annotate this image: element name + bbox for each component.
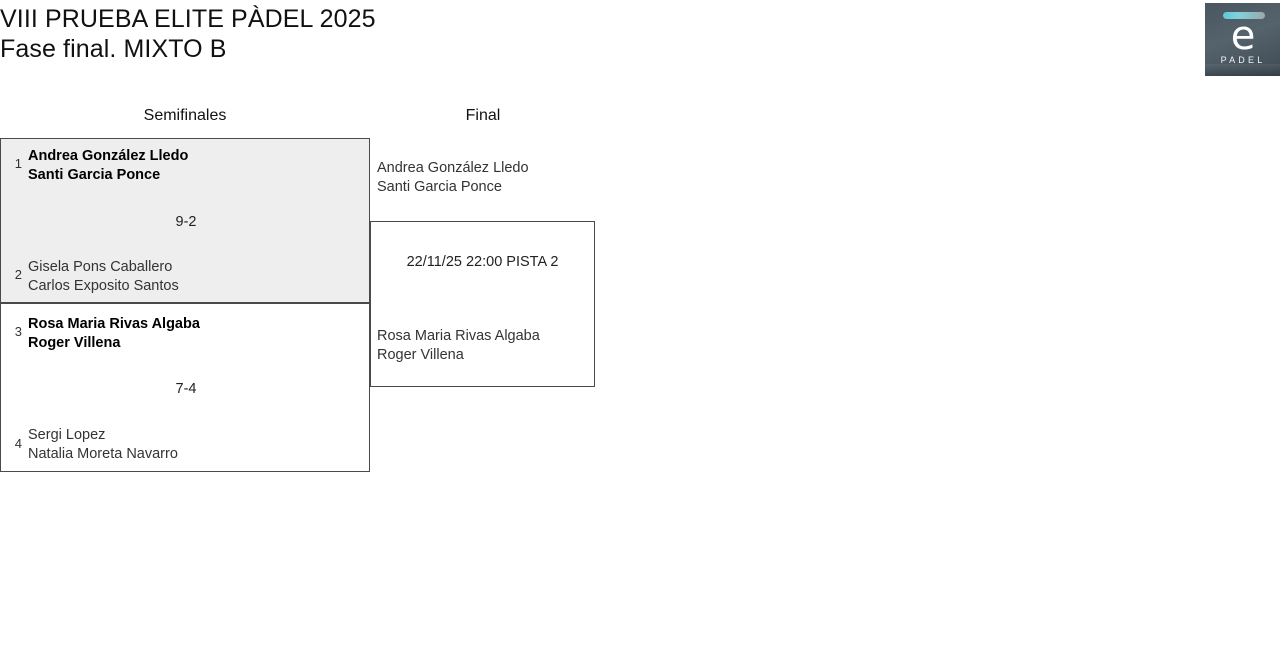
- player-name: Roger Villena: [377, 347, 464, 363]
- semifinal-1-bottom-team: Gisela Pons Caballero Carlos Exposito Sa…: [28, 258, 179, 296]
- round-header-semifinals: Semifinales: [143, 107, 227, 124]
- player-name: Santi Garcia Ponce: [377, 179, 502, 195]
- player-name: Rosa Maria Rivas Algaba: [28, 316, 200, 332]
- final-top-team: Andrea González Lledo Santi Garcia Ponce: [377, 159, 529, 197]
- semifinal-2-score: 7-4: [175, 381, 197, 397]
- player-name: Carlos Exposito Santos: [28, 278, 179, 294]
- logo-wordmark: PADEL: [1220, 55, 1266, 65]
- semifinal-2-top-team: Rosa Maria Rivas Algaba Roger Villena: [28, 315, 200, 353]
- round-header-final: Final: [465, 107, 501, 124]
- seed-number-1: 1: [14, 156, 22, 171]
- player-name: Sergi Lopez: [28, 427, 106, 443]
- player-name: Andrea González Lledo: [377, 160, 529, 176]
- seed-number-3: 3: [14, 324, 22, 339]
- semifinal-1-top-team: Andrea González Lledo Santi Garcia Ponce: [28, 147, 188, 185]
- tournament-name: VIII PRUEBA ELITE PÀDEL 2025: [0, 5, 376, 33]
- semifinal-match-2[interactable]: Rosa Maria Rivas Algaba Roger Villena 7-…: [0, 303, 370, 472]
- player-name: Natalia Moreta Navarro: [28, 446, 178, 462]
- semifinal-1-score: 9-2: [175, 214, 197, 230]
- logo-accent-bar: [1223, 12, 1265, 19]
- seed-number-4: 4: [14, 436, 22, 451]
- player-name: Gisela Pons Caballero: [28, 259, 173, 275]
- page-title: VIII PRUEBA ELITE PÀDEL 2025 Fase final.…: [0, 4, 376, 64]
- epadel-logo: e PADEL: [1205, 3, 1280, 76]
- player-name: Andrea González Lledo: [28, 148, 189, 164]
- final-schedule: 22/11/25 22:00 PISTA 2: [406, 254, 559, 270]
- player-name: Rosa Maria Rivas Algaba: [377, 328, 540, 344]
- player-name: Roger Villena: [28, 335, 121, 351]
- player-name: Santi Garcia Ponce: [28, 167, 161, 183]
- tournament-phase: Fase final. MIXTO B: [0, 35, 227, 63]
- final-match[interactable]: [370, 221, 595, 387]
- logo-letter-e-icon: e: [1230, 13, 1256, 59]
- semifinal-match-1[interactable]: Andrea González Lledo Santi Garcia Ponce…: [0, 138, 370, 303]
- final-bottom-team: Rosa Maria Rivas Algaba Roger Villena: [377, 327, 540, 365]
- logo-sheen: [1205, 64, 1280, 76]
- seed-number-2: 2: [14, 267, 22, 282]
- semifinal-2-bottom-team: Sergi Lopez Natalia Moreta Navarro: [28, 426, 178, 464]
